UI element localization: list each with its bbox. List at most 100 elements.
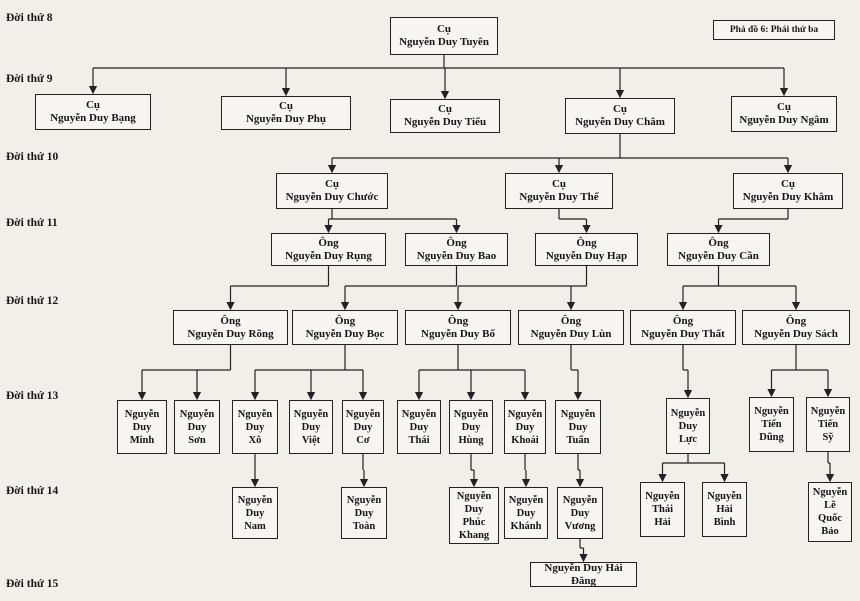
person-name-line: Nguyễn Duy Rụng bbox=[285, 249, 372, 262]
person-name-line: Khang bbox=[458, 529, 490, 541]
person-name-line: Vương bbox=[564, 520, 596, 532]
person-name-line: Duy bbox=[516, 507, 536, 519]
person-name-line: Nguyễn bbox=[754, 406, 789, 417]
person-name-line: Duy bbox=[570, 507, 590, 519]
person-name-line: Duy bbox=[132, 421, 152, 433]
person-name-line: Duy bbox=[461, 421, 481, 433]
person-name-line: Minh bbox=[129, 434, 155, 446]
person-name-line: Khoái bbox=[511, 434, 539, 446]
person-name-line: Ông bbox=[220, 314, 241, 327]
person-name-line: Duy bbox=[301, 421, 321, 433]
person-name-line: Nguyễn bbox=[670, 407, 706, 419]
person-name-line: Ông bbox=[446, 236, 467, 249]
person-name-line: Khánh bbox=[510, 520, 542, 532]
person-name-line: Nguyễn bbox=[810, 406, 846, 417]
person-name-line: Thái bbox=[651, 504, 673, 515]
person-name-line: Cụ bbox=[436, 23, 452, 35]
person-name-line: Quốc bbox=[818, 513, 842, 524]
person-name-line: Cụ bbox=[85, 99, 101, 111]
person-name-line: Nguyễn bbox=[345, 408, 381, 420]
person-name-line: Cụ bbox=[612, 103, 628, 115]
generation-label-10: Đời thứ 10 bbox=[6, 151, 59, 163]
person-name-line: Ông bbox=[318, 236, 339, 249]
person-name-line: Ông bbox=[560, 314, 582, 327]
person-name-line: Cụ bbox=[776, 101, 792, 113]
person-name-line: Hải bbox=[654, 517, 671, 528]
person-name-line: Nguyễn Duy Bạng bbox=[50, 112, 136, 124]
person-name-line: Nguyễn Duy Ngâm bbox=[739, 114, 829, 126]
person-name-line: Nguyễn Duy Chước bbox=[285, 191, 379, 203]
person-name-line: Nguyễn Duy Bao bbox=[416, 249, 497, 262]
person-name-line: Nguyễn bbox=[812, 487, 848, 498]
person-name-line: Duy bbox=[354, 507, 374, 519]
person-name-line: Nguyễn bbox=[179, 408, 215, 420]
person-name-line: Duy bbox=[464, 503, 484, 515]
person-name-line: Nguyễn Duy Cần bbox=[678, 249, 759, 262]
person-name-line: Ông bbox=[708, 236, 729, 249]
person-name-line: Ông bbox=[334, 314, 356, 327]
person-name-line: Nguyễn Duy Châm bbox=[575, 116, 665, 128]
person-name-line: Tiến bbox=[761, 419, 782, 430]
person-name-line: Sơn bbox=[188, 434, 206, 446]
person-name-line: Hùng bbox=[458, 434, 484, 446]
generation-label-14: Đời thứ 14 bbox=[6, 485, 59, 497]
person-name-line: Duy bbox=[515, 421, 535, 433]
person-name-line: Bình bbox=[713, 517, 736, 528]
person-name-line: Nguyễn Duy Bọc bbox=[305, 327, 385, 340]
person-name-line: Duy bbox=[568, 421, 588, 433]
person-name-line: Duy bbox=[187, 421, 207, 433]
person-name-line: Nguyễn bbox=[562, 494, 598, 506]
person-name-line: Cơ bbox=[356, 434, 370, 446]
person-name-line: Nguyễn Duy Tuyên bbox=[399, 36, 489, 48]
person-box-haidang: Nguyễn Duy Hải Đăng bbox=[530, 562, 637, 587]
person-name-line: Xô bbox=[248, 434, 262, 446]
person-name-line: Toàn bbox=[352, 520, 376, 532]
person-name-line: Nguyễn Duy Sách bbox=[754, 327, 838, 340]
person-name-line: Nguyễn bbox=[237, 408, 273, 420]
person-name-line: Duy bbox=[245, 507, 265, 519]
person-name-line: Nguyễn Duy Bổ bbox=[421, 327, 495, 340]
person-name-line: Lê bbox=[824, 500, 836, 511]
person-name-line: Nguyễn bbox=[401, 408, 437, 420]
person-name-line: Nguyễn bbox=[124, 408, 160, 420]
person-name-line: Nguyễn Duy Rõng bbox=[187, 327, 274, 340]
person-name-line: Duy bbox=[353, 421, 373, 433]
person-name-line: Nguyễn bbox=[508, 494, 544, 506]
person-name-line: Nguyễn Duy Thất bbox=[641, 327, 725, 340]
person-name-line: Ông bbox=[447, 314, 469, 327]
person-name-line: Nguyễn Duy Lùn bbox=[530, 327, 612, 340]
person-name-line: Ông bbox=[576, 236, 597, 249]
generation-label-15: Đời thứ 15 bbox=[6, 578, 59, 590]
person-name-line: Cụ bbox=[324, 178, 340, 190]
person-name-line: Nguyễn bbox=[645, 491, 680, 502]
person-name-line: Tiến bbox=[817, 419, 839, 430]
person-name-line: Nguyễn bbox=[453, 408, 489, 420]
generation-label-13: Đời thứ 13 bbox=[6, 390, 59, 402]
person-name-line: Nguyễn Duy Hạp bbox=[545, 249, 628, 262]
person-name-line: Phúc bbox=[462, 516, 486, 528]
